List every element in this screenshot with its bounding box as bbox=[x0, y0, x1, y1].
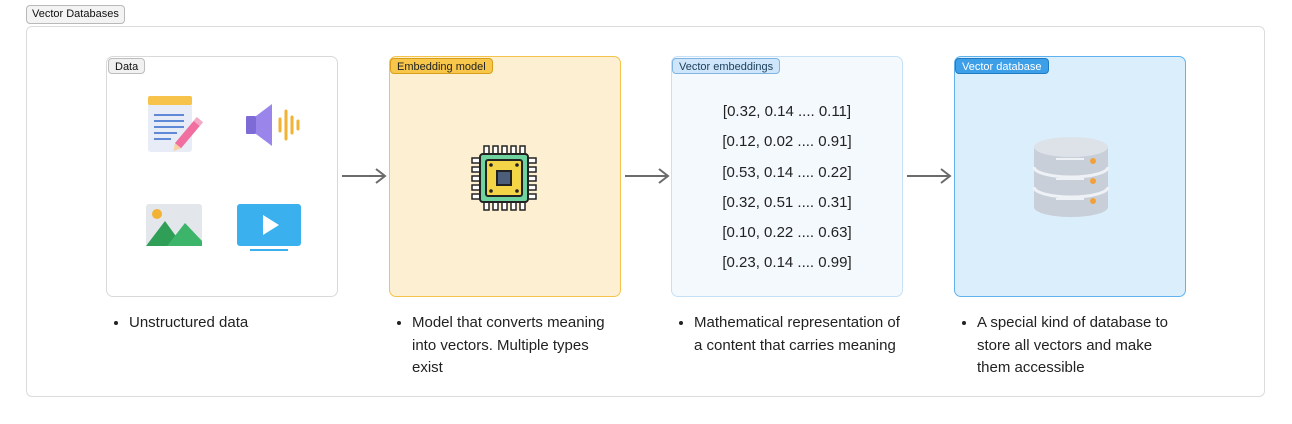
image-icon bbox=[146, 204, 202, 246]
database-description-text: A special kind of database to store all … bbox=[977, 312, 1187, 380]
embedding-description: Model that converts meaning into vectors… bbox=[390, 312, 622, 380]
frame-title: Vector Databases bbox=[26, 5, 125, 24]
data-description-text: Unstructured data bbox=[129, 312, 339, 335]
vector-row: [0.32, 0.14 .... 0.11] bbox=[722, 103, 852, 120]
vector-embeddings-tag: Vector embeddings bbox=[672, 58, 781, 74]
data-description: Unstructured data bbox=[107, 312, 339, 335]
embedding-description-text: Model that converts meaning into vectors… bbox=[412, 312, 622, 380]
vector-database-card: Vector database bbox=[954, 56, 1186, 297]
vector-row: [0.53, 0.14 .... 0.22] bbox=[722, 163, 852, 181]
embedding-model-card: Embedding model bbox=[389, 56, 621, 297]
arrow-vectors-to-database bbox=[907, 168, 952, 184]
embedding-model-tag: Embedding model bbox=[390, 58, 493, 74]
vectors-description-text: Mathematical representation of a content… bbox=[694, 312, 904, 357]
vector-list: [0.32, 0.14 .... 0.11] [0.12, 0.02 .... … bbox=[672, 97, 902, 279]
data-tag: Data bbox=[108, 58, 146, 74]
diagram-frame bbox=[26, 26, 1265, 397]
document-icon bbox=[148, 96, 203, 152]
vector-row: [0.10, 0.22 .... 0.63] bbox=[722, 224, 852, 242]
video-icon bbox=[237, 204, 301, 251]
audio-icon bbox=[246, 104, 300, 146]
vector-row: [0.12, 0.02 .... 0.91] bbox=[722, 133, 852, 151]
chip-icon bbox=[471, 145, 537, 211]
vector-row: [0.23, 0.14 .... 0.99] bbox=[722, 254, 852, 272]
vector-database-tag: Vector database bbox=[955, 58, 1049, 74]
database-icon bbox=[1032, 137, 1110, 217]
vector-embeddings-card: Vector embeddings [0.32, 0.14 .... 0.11]… bbox=[671, 56, 903, 297]
vectors-description: Mathematical representation of a content… bbox=[672, 312, 904, 357]
arrow-embedding-to-vectors bbox=[625, 168, 670, 184]
arrow-data-to-embedding bbox=[342, 168, 387, 184]
database-description: A special kind of database to store all … bbox=[955, 312, 1187, 380]
data-card: Data bbox=[106, 56, 338, 297]
vector-row: [0.32, 0.51 .... 0.31] bbox=[722, 193, 852, 211]
